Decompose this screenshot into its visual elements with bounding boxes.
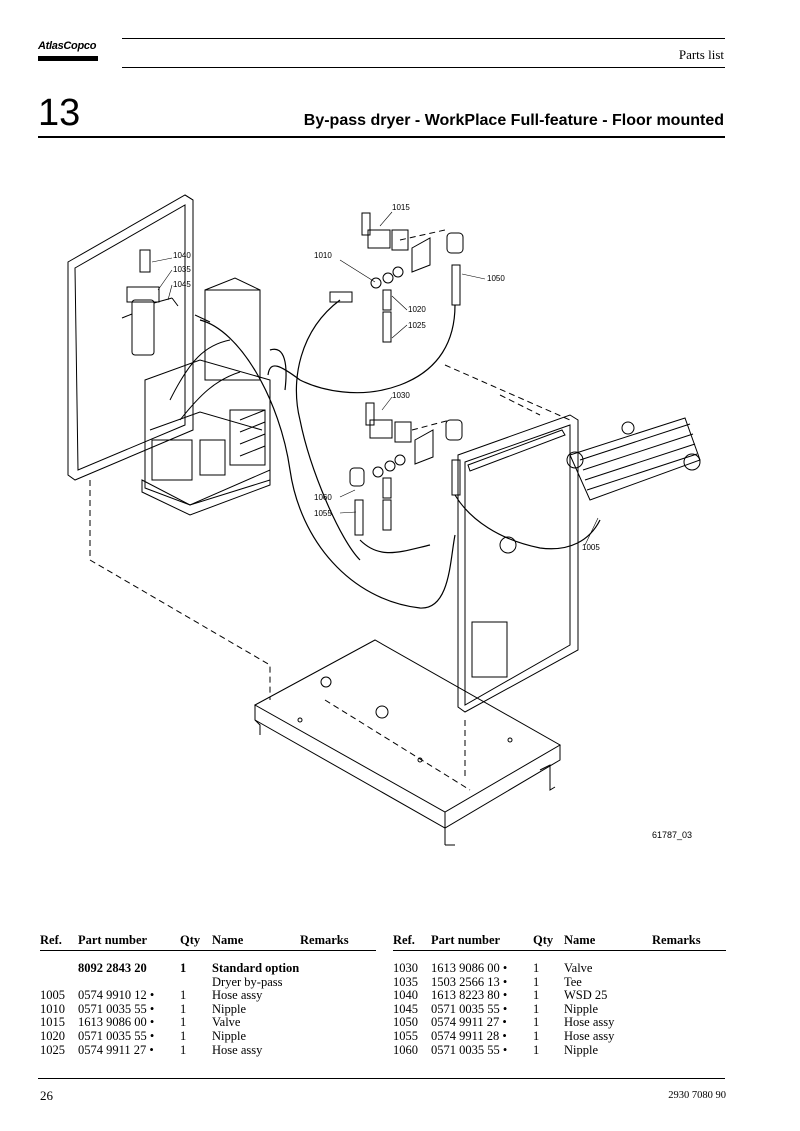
parts-table-left: Ref. Part number Qty Name Remarks 8092 2… bbox=[40, 933, 376, 1057]
col-part-number: Part number bbox=[78, 933, 148, 947]
page-title: By-pass dryer - WorkPlace Full-feature -… bbox=[303, 112, 724, 129]
valve-assembly-upper bbox=[329, 212, 464, 343]
table-row: 1045 0571 0035 55 • 1 Nipple bbox=[393, 1001, 599, 1016]
table-row: 1050 0574 9911 27 • 1 Hose assy bbox=[393, 1015, 615, 1030]
atlas-copco-logo: AtlasCopco bbox=[38, 40, 100, 66]
callout-1030: 1030 bbox=[392, 391, 410, 400]
col-qty: Qty bbox=[533, 933, 554, 947]
document-number: 2930 7080 90 bbox=[668, 1090, 726, 1101]
callout-1050: 1050 bbox=[487, 274, 505, 283]
callout-1010: 1010 bbox=[314, 251, 332, 260]
assembly-lines bbox=[89, 229, 571, 791]
callout-1060: 1060 bbox=[314, 493, 332, 502]
parts-table-right: Ref. Part number Qty Name Remarks 1030 1… bbox=[393, 933, 726, 1057]
table-row: 1025 0574 9911 27 • 1 Hose assy bbox=[40, 1042, 263, 1057]
col-name: Name bbox=[564, 933, 596, 947]
logo-bar bbox=[38, 56, 98, 61]
filter-wsd bbox=[121, 249, 211, 356]
callout-1020: 1020 bbox=[408, 305, 426, 314]
table-row: 1040 1613 8223 80 • 1 WSD 25 bbox=[393, 988, 608, 1003]
figure-id: 61787_03 bbox=[652, 830, 692, 840]
callout-1040: 1040 bbox=[173, 251, 191, 260]
table-row: 1055 0574 9911 28 • 1 Hose assy bbox=[393, 1028, 615, 1043]
section-label: Parts list bbox=[678, 47, 724, 62]
col-part-number: Part number bbox=[431, 933, 501, 947]
table-row: 1030 1613 9086 00 • 1 Valve bbox=[393, 961, 593, 975]
col-ref: Ref. bbox=[393, 933, 415, 947]
table-row: 1005 0574 9910 12 • 1 Hose assy bbox=[40, 988, 263, 1003]
dryer-unit bbox=[141, 277, 271, 516]
chapter-number: 13 bbox=[38, 92, 81, 134]
col-ref: Ref. bbox=[40, 933, 62, 947]
col-name: Name bbox=[212, 933, 244, 947]
table-row: Dryer by-pass bbox=[212, 974, 283, 989]
table-row: 1060 0571 0035 55 • 1 Nipple bbox=[393, 1042, 599, 1057]
base-frame bbox=[253, 639, 562, 846]
page-number: 26 bbox=[40, 1088, 53, 1103]
footer-rule bbox=[38, 1078, 725, 1079]
wall-panel bbox=[67, 194, 194, 481]
hoses bbox=[199, 299, 601, 609]
header-top-rule bbox=[122, 38, 725, 39]
callout-1015: 1015 bbox=[392, 203, 410, 212]
table-row: 8092 2843 20 1 Standard option bbox=[78, 961, 300, 975]
exploded-parts-diagram: 1015 1010 1040 1035 1045 1050 1020 1025 … bbox=[67, 194, 701, 846]
header-bottom-rule bbox=[122, 67, 725, 68]
callout-1055: 1055 bbox=[314, 509, 332, 518]
col-remarks: Remarks bbox=[300, 933, 349, 947]
callout-1035: 1035 bbox=[173, 265, 191, 274]
table-row: 1035 1503 2566 13 • 1 Tee bbox=[393, 974, 582, 989]
col-remarks: Remarks bbox=[652, 933, 701, 947]
table-row: 1010 0571 0035 55 • 1 Nipple bbox=[40, 1001, 247, 1016]
cooler bbox=[566, 417, 701, 501]
callout-1025: 1025 bbox=[408, 321, 426, 330]
valve-assembly-lower bbox=[349, 402, 463, 536]
col-qty: Qty bbox=[180, 933, 201, 947]
callout-1005: 1005 bbox=[582, 543, 600, 552]
side-panel bbox=[457, 414, 579, 713]
title-rule bbox=[38, 136, 725, 138]
table-row: 1020 0571 0035 55 • 1 Nipple bbox=[40, 1028, 247, 1043]
callout-1045: 1045 bbox=[173, 280, 191, 289]
table-row: 1015 1613 9086 00 • 1 Valve bbox=[40, 1015, 241, 1030]
logo-text: AtlasCopco bbox=[38, 40, 97, 52]
